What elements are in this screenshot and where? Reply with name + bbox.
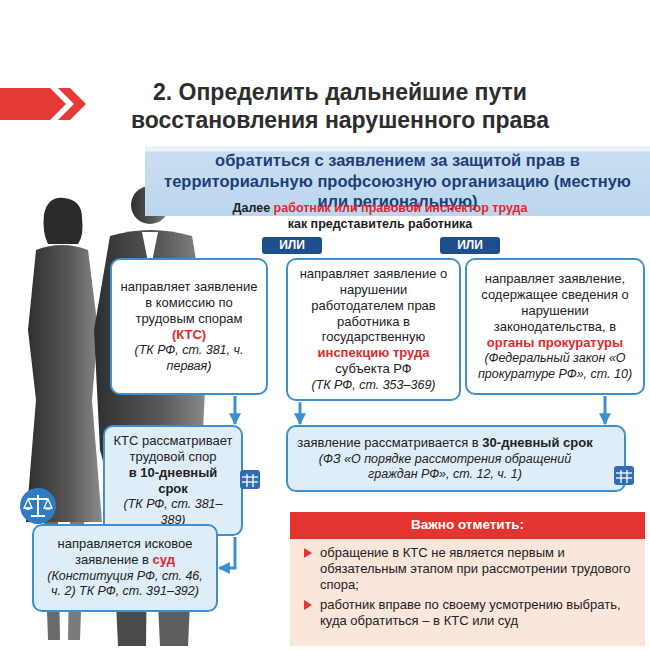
arrow-connector xyxy=(219,537,235,568)
node-text: заявление рассматривается в xyxy=(297,435,478,450)
node-text: направляет заявление в комиссию по трудо… xyxy=(121,279,258,326)
node-text: инспекцию труда xyxy=(318,345,430,360)
result-box: заявление рассматривается в 30-дневный с… xyxy=(286,425,626,492)
node-text: направляет заявление, содержащее сведени… xyxy=(481,271,629,334)
node-text: (ТК РФ, ст. 353–369) xyxy=(296,378,451,393)
node-text: 30-дневный срок xyxy=(482,435,592,450)
node-text: (ТК РФ, ст. 381, ч. первая) xyxy=(120,343,258,374)
red-tab xyxy=(0,88,66,120)
caption-text: работник или правовой инспектор труда xyxy=(274,201,528,215)
arrow-connector xyxy=(234,396,237,424)
text-group: направляет заявление в комиссию по трудо… xyxy=(120,279,258,374)
node-text: (Федеральный закон «О прокуратуре РФ», с… xyxy=(475,351,635,382)
caption-text: как представитель работника xyxy=(150,217,610,233)
node-text: КТС рассматривает трудовой спор xyxy=(113,433,232,464)
node-text: (КТС) xyxy=(172,327,206,342)
result-box: КТС рассматривает трудовой спор в 10-дне… xyxy=(103,425,243,536)
arrow-connector xyxy=(604,396,607,424)
node-text: в 10-дневный срок xyxy=(113,465,233,497)
red-chevron xyxy=(58,88,86,120)
scales-icon xyxy=(20,488,56,524)
node-text: (ФЗ «О порядке рассмотрения обращений гр… xyxy=(296,452,594,483)
process-box: направляет заявление о нарушении работод… xyxy=(286,258,461,401)
text-group: направляет заявление, содержащее сведени… xyxy=(475,271,635,382)
court-box: направляется исковое заявление в суд (Ко… xyxy=(32,524,218,612)
caption-text: Далее xyxy=(233,201,271,215)
node-text: субъекта РФ xyxy=(335,361,411,376)
node-text: Важно отметить: xyxy=(290,512,645,539)
lead-text: Далее работник или правовой инспектор тр… xyxy=(150,201,610,232)
node-text: суд xyxy=(153,552,175,567)
diagram-title: 2. Определить дальнейшие пути восстановл… xyxy=(80,78,600,134)
node-text: направляет заявление о нарушении работод… xyxy=(300,266,448,344)
note-box: Важно отметить: обращение в КТС не являе… xyxy=(290,512,645,646)
or-pill: ИЛИ xyxy=(262,237,322,254)
node-text: (Конституция РФ, ст. 46, ч. 2) ТК РФ, ст… xyxy=(42,569,208,600)
text-group: заявление рассматривается в 30-дневный с… xyxy=(296,435,594,482)
text-group: направляется исковое заявление в суд (Ко… xyxy=(42,536,208,599)
arrow-connector xyxy=(299,402,302,424)
calendar-icon xyxy=(240,470,260,489)
node-text: обращение в КТС не является первым и обя… xyxy=(290,545,645,594)
process-box: направляет заявление в комиссию по трудо… xyxy=(110,258,268,395)
or-pill: ИЛИ xyxy=(440,237,500,254)
node-text: органы прокуратуры xyxy=(487,335,623,350)
node-text: работник вправе по своему усмотрению выб… xyxy=(290,597,645,630)
text-group: направляет заявление о нарушении работод… xyxy=(296,266,451,393)
text-group: КТС рассматривает трудовой спор в 10-дне… xyxy=(113,433,233,528)
process-box: направляет заявление, содержащее сведени… xyxy=(465,258,645,395)
text-group: Важно отметить: обращение в КТС не являе… xyxy=(290,512,645,629)
